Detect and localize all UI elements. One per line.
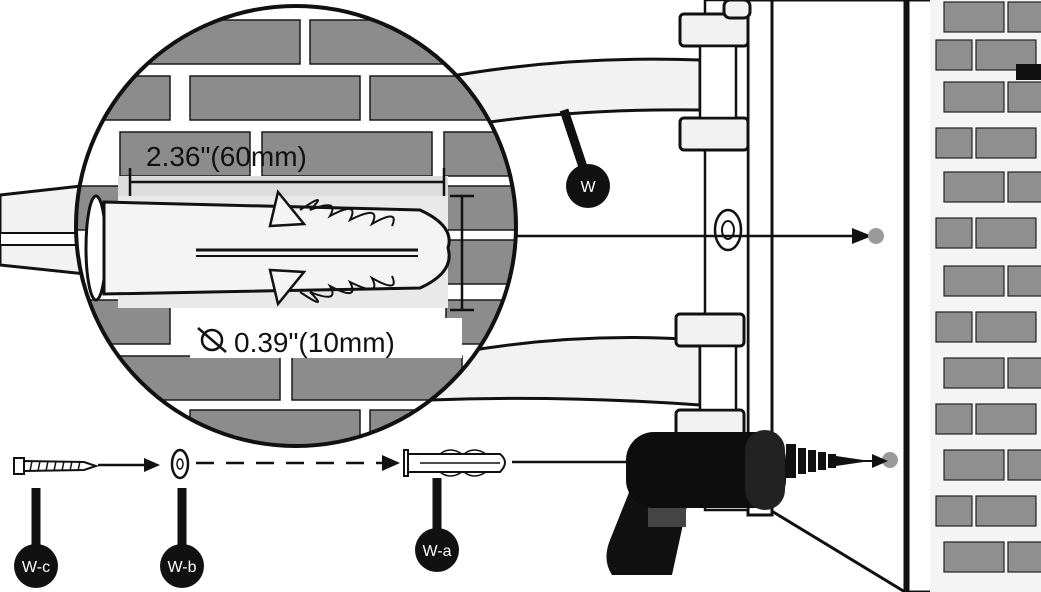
drill-path-arrows: [515, 228, 898, 468]
length-dimension: 2.36"(60mm): [146, 141, 307, 172]
magnified-view: 2.36"(60mm) 0.39"(10mm): [74, 4, 518, 448]
drill-hole-upper: [868, 228, 884, 244]
wall-anchor: [403, 449, 506, 477]
drill-hole-lower: [882, 452, 898, 468]
callout-w-a: W-a: [415, 478, 459, 572]
hardware-row: [13, 448, 628, 480]
callout-w-c: W-c: [14, 488, 58, 588]
mount-arm: [0, 0, 752, 444]
screw: [13, 457, 100, 475]
diameter-dimension: 0.39"(10mm): [234, 327, 395, 358]
callout-w-b: W-b: [160, 488, 204, 588]
label-w-c: W-c: [22, 559, 50, 576]
power-drill: [606, 430, 888, 575]
label-w: W: [580, 179, 596, 196]
washer: [170, 448, 190, 480]
anchor-magnified: [84, 189, 451, 307]
wall-plate: [703, 0, 907, 592]
label-w-a: W-a: [422, 543, 451, 560]
diameter-icon: [197, 327, 227, 353]
callout-w: W: [559, 108, 610, 208]
brick-wall: [906, 0, 1041, 592]
label-w-b: W-b: [167, 559, 196, 576]
